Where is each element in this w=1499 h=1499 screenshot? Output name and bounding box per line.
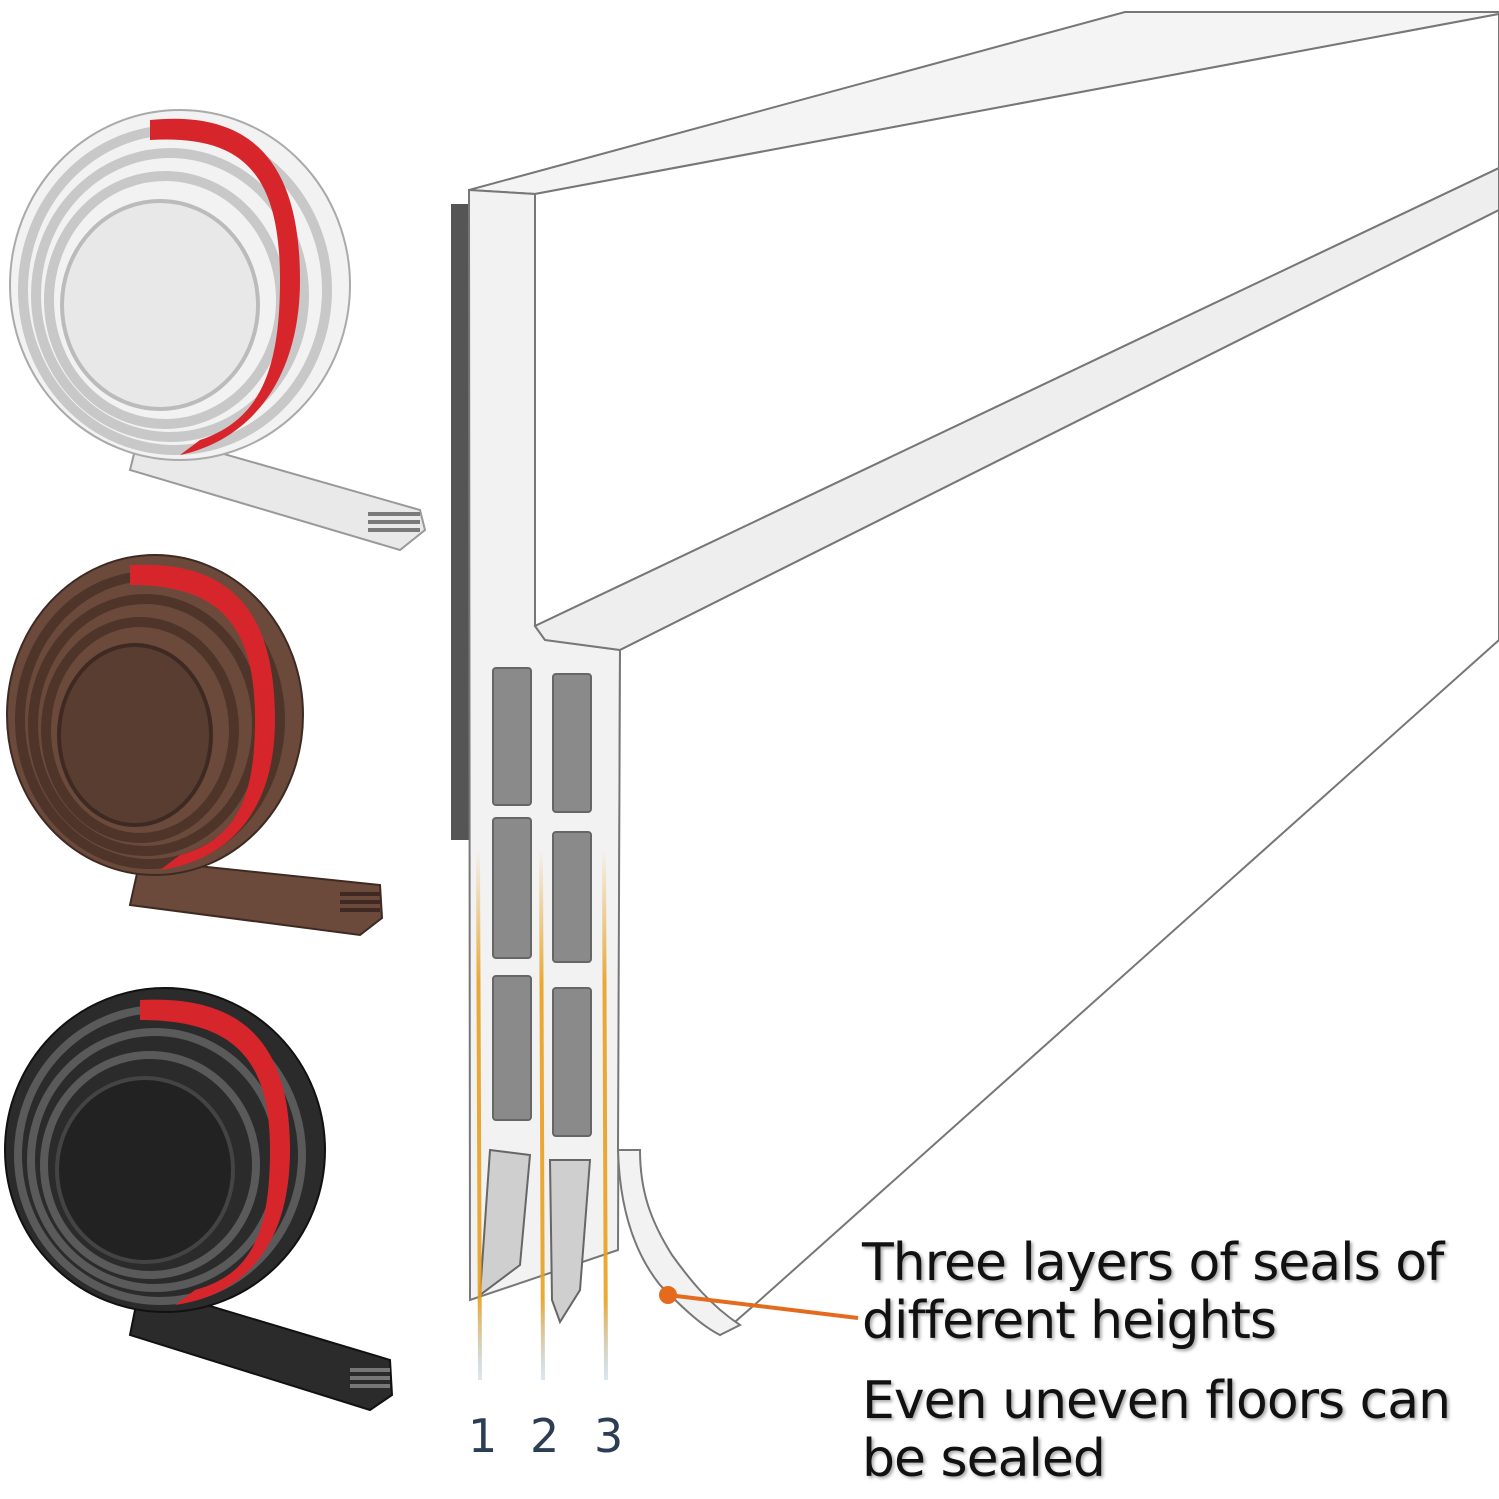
- caption-line-2: different heights: [862, 1291, 1277, 1351]
- layer-number-1: 1: [468, 1409, 497, 1463]
- layer-number-2: 2: [530, 1409, 559, 1463]
- seal-fins: [478, 1148, 592, 1325]
- caption-line-4: be sealed: [862, 1429, 1106, 1489]
- seal-layer-highlights: [476, 849, 608, 1381]
- door-edge: [451, 204, 469, 840]
- caption-line-1: Three layers of seals of: [862, 1233, 1444, 1293]
- callout-line: [667, 1293, 859, 1320]
- white-strip-roll: [9, 109, 427, 552]
- callout-caption-uneven-floors: Even uneven floors can be sealed: [862, 1371, 1451, 1489]
- door-seal-diagram: 1 2 3: [451, 11, 1499, 1463]
- caption-line-3: Even uneven floors can: [862, 1371, 1451, 1431]
- brown-strip-roll: [6, 554, 384, 937]
- callout-dot: [659, 1286, 677, 1304]
- callout-caption-seal-layers: Three layers of seals of different heigh…: [862, 1233, 1444, 1351]
- air-chambers: [492, 667, 592, 1137]
- layer-number-3: 3: [594, 1409, 623, 1463]
- black-strip-roll: [4, 987, 394, 1412]
